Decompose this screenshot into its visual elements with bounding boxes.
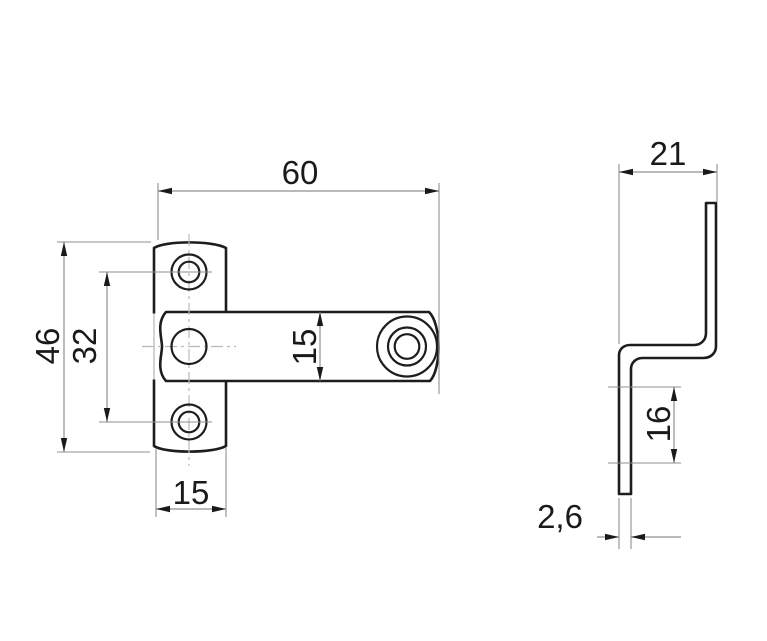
dimension-thickness: 2,6 xyxy=(537,498,681,549)
arrowhead-left xyxy=(156,505,170,513)
dimension-total-width: 60 xyxy=(157,154,440,394)
end-hole-mid xyxy=(386,326,428,367)
front-view: 60 46 32 15 xyxy=(29,154,440,517)
dimension-label: 46 xyxy=(29,328,66,365)
arrowhead-pointing-right xyxy=(605,533,619,541)
arrowhead-up xyxy=(316,312,324,326)
dimension-label: 15 xyxy=(286,329,323,366)
arm-outline xyxy=(158,310,440,383)
arrowhead-right xyxy=(212,505,226,513)
arrowhead-left xyxy=(619,168,633,176)
arrowhead-pointing-left xyxy=(631,533,645,541)
arrowhead-down xyxy=(316,367,324,381)
arrowhead-up xyxy=(103,272,111,286)
dimension-plate-width: 15 xyxy=(155,448,227,517)
arrowhead-up xyxy=(60,242,68,256)
dimension-depth: 21 xyxy=(618,135,718,344)
dimension-label: 60 xyxy=(282,154,319,191)
arrowhead-right xyxy=(425,187,439,195)
arrowhead-down xyxy=(60,438,68,452)
arrowhead-left xyxy=(158,187,172,195)
side-view: 21 16 2,6 xyxy=(537,135,718,549)
arrowhead-down xyxy=(670,449,678,463)
dimension-hole-spacing: 32 xyxy=(66,271,212,423)
dimension-arm-height: 15 xyxy=(286,312,324,381)
dimension-label: 21 xyxy=(650,135,687,172)
arrowhead-right xyxy=(703,168,717,176)
center-hole xyxy=(170,327,208,366)
dimension-label: 32 xyxy=(66,328,103,365)
arrowhead-down xyxy=(103,408,111,422)
dimension-lower-leg: 16 xyxy=(608,386,681,464)
dimension-label: 15 xyxy=(173,474,210,511)
arrowhead-up xyxy=(670,387,678,401)
dimension-label: 2,6 xyxy=(537,498,583,535)
dimension-label: 16 xyxy=(640,406,677,443)
end-hole-outer xyxy=(375,315,439,378)
z-profile-outline xyxy=(617,201,718,496)
end-hole-inner xyxy=(393,333,421,360)
dimension-total-height: 46 xyxy=(29,241,151,453)
